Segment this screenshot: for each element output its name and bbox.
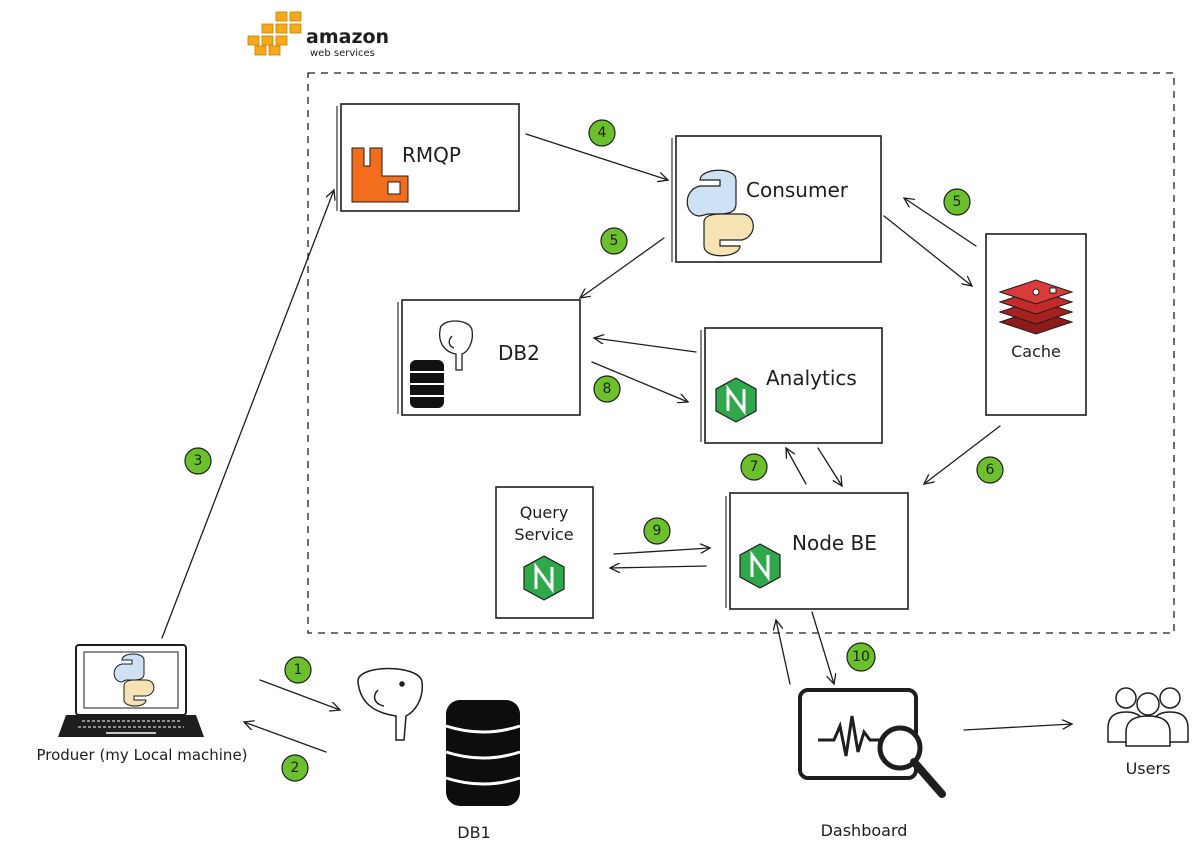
arrow-cache-to-node-be <box>924 425 1001 484</box>
arrow-query-to-node-be <box>613 548 710 555</box>
nginx-icon <box>715 377 757 423</box>
step-badge-label: 1 <box>294 662 303 678</box>
arrow-analytics-to-db2 <box>594 338 697 353</box>
consumer-label: Consumer <box>746 178 849 202</box>
aws-cubes-icon <box>247 11 302 56</box>
db1-node[interactable]: DB1 <box>357 667 521 843</box>
step-badge-8: 8 <box>593 375 621 403</box>
consumer-node[interactable]: Consumer <box>671 135 882 263</box>
arrow-analytics-to-node-be <box>817 447 842 486</box>
postgres-elephant-icon <box>438 320 474 371</box>
query-service-label-line2: Service <box>514 525 573 544</box>
producer-node[interactable]: Produer (my Local machine) <box>36 644 248 764</box>
connectors <box>161 133 1072 753</box>
step-badge-label: 3 <box>194 453 203 469</box>
step-badge-5b: 5 <box>943 188 971 216</box>
arrow-node-be-to-query <box>610 566 707 568</box>
step-badge-5a: 5 <box>600 227 628 255</box>
aws-logo: amazon web services <box>247 11 389 59</box>
users-icon <box>1107 687 1189 747</box>
dashboard-node[interactable]: Dashboard <box>798 688 946 840</box>
nginx-icon <box>739 543 781 589</box>
rabbitmq-icon <box>351 147 409 203</box>
db2-node[interactable]: DB2 <box>397 299 581 416</box>
cache-label: Cache <box>1011 342 1061 361</box>
arrow-dashboard-to-users <box>963 724 1072 731</box>
step-badge-6: 6 <box>976 456 1004 484</box>
step-badge-2: 2 <box>281 754 309 782</box>
step-badge-label: 5 <box>610 233 619 249</box>
step-badge-label: 8 <box>603 381 612 397</box>
query-service-node[interactable]: Query Service <box>495 486 594 619</box>
arrow-node-be-to-analytics <box>786 448 807 485</box>
step-badge-label: 10 <box>852 649 870 665</box>
rmqp-node[interactable]: RMQP <box>336 103 520 212</box>
arrow-rmqp-to-consumer <box>525 133 668 180</box>
db1-label: DB1 <box>457 823 490 842</box>
aws-cloud-boundary <box>307 72 1175 634</box>
step-badge-10: 10 <box>846 642 876 672</box>
arrow-cache-to-consumer <box>904 198 977 247</box>
step-badge-label: 6 <box>986 462 995 478</box>
query-service-label-line1: Query <box>520 503 569 522</box>
arrow-consumer-to-cache <box>883 215 972 286</box>
dashboard-label: Dashboard <box>821 821 908 840</box>
db2-label: DB2 <box>498 341 540 365</box>
arrow-db2-to-analytics <box>591 361 688 402</box>
arrow-dashboard-to-node-be <box>776 620 791 685</box>
analytics-node[interactable]: Analytics <box>700 327 883 444</box>
step-badge-4: 4 <box>588 119 616 147</box>
aws-logo-subtext: web services <box>310 48 375 59</box>
arrow-db1-to-producer <box>244 722 327 753</box>
python-icon <box>686 169 754 257</box>
users-label: Users <box>1126 759 1171 778</box>
arrow-producer-to-rmqp <box>161 190 334 639</box>
arrow-producer-to-db1 <box>259 679 340 710</box>
step-badge-label: 4 <box>598 125 607 141</box>
postgres-elephant-icon <box>357 667 423 741</box>
step-badge-label: 9 <box>653 523 662 539</box>
step-badge-1: 1 <box>284 656 312 684</box>
node-be-label: Node BE <box>792 531 877 555</box>
database-icon <box>445 700 521 806</box>
arrow-node-be-to-dashboard <box>811 611 834 684</box>
redis-icon <box>998 279 1074 335</box>
rmqp-label: RMQP <box>402 143 461 167</box>
nginx-icon <box>523 555 565 601</box>
python-icon <box>113 653 155 707</box>
node-be-node[interactable]: Node BE <box>725 492 909 610</box>
cache-node[interactable]: Cache <box>985 233 1087 416</box>
dashboard-monitor-icon <box>798 688 946 798</box>
step-badge-3: 3 <box>184 447 212 475</box>
users-node[interactable]: Users <box>1107 687 1189 778</box>
analytics-label: Analytics <box>766 366 857 390</box>
step-badge-label: 5 <box>953 194 962 210</box>
step-badge-7: 7 <box>740 453 768 481</box>
database-icon <box>410 360 444 408</box>
producer-label: Produer (my Local machine) <box>36 746 247 764</box>
step-badge-9: 9 <box>643 517 671 545</box>
aws-logo-text: amazon <box>306 26 389 48</box>
step-badge-label: 2 <box>291 760 300 776</box>
step-badge-label: 7 <box>750 459 759 475</box>
arrow-consumer-to-db2 <box>580 237 665 298</box>
